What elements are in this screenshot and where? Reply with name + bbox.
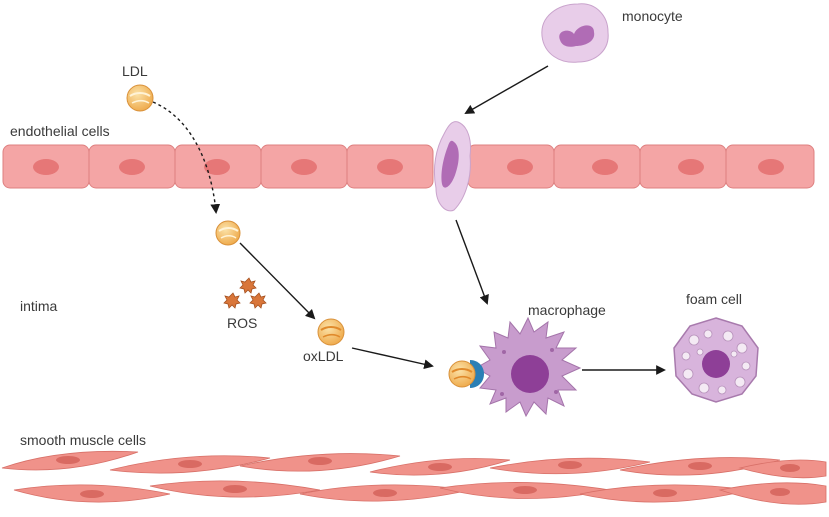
endothelial-nucleus [592, 159, 618, 175]
ldl-particle [215, 220, 241, 246]
smooth-muscle-nucleus [178, 460, 202, 468]
ldl-label: LDL [122, 63, 148, 79]
endothelial-nucleus [678, 159, 704, 175]
endothelial-nucleus [377, 159, 403, 175]
smooth-muscle-layer [1, 450, 827, 505]
monocyte-label: monocyte [622, 8, 683, 24]
endothelial-nucleus [204, 159, 230, 175]
endothelial-nucleus [291, 159, 317, 175]
monocyte-differentiation-arrow [455, 219, 489, 305]
smooth-muscle-nucleus [308, 457, 332, 465]
endothelial-cells-label: endothelial cells [10, 123, 110, 139]
macrophage-cell [474, 316, 582, 418]
intima-label: intima [20, 298, 58, 314]
smooth-muscle-nucleus [558, 461, 582, 469]
smooth-muscle-nucleus [223, 485, 247, 493]
foam-cell-label: foam cell [686, 291, 743, 307]
ros-star [239, 277, 257, 294]
transmigrating-monocyte [433, 121, 471, 212]
endothelial-layer [2, 144, 815, 189]
monocyte-cell [541, 3, 609, 63]
foam-cell [673, 317, 759, 403]
ldl-oxidation-arrow [239, 242, 316, 320]
monocyte-migration-arrow [464, 65, 549, 114]
smooth-muscle-nucleus [780, 464, 800, 472]
smooth-muscle-nucleus [428, 463, 452, 471]
endothelial-nucleus [507, 159, 533, 175]
macrophage-label: macrophage [528, 302, 606, 318]
ros-label: ROS [227, 315, 258, 331]
ros-star [223, 292, 241, 309]
endothelial-nucleus [33, 159, 59, 175]
smooth-muscle-nucleus [688, 462, 712, 470]
ldl-particle [126, 84, 154, 112]
smooth-muscle-nucleus [373, 489, 397, 497]
ros-molecules [223, 277, 267, 309]
smooth-muscle-nucleus [56, 456, 80, 464]
endothelial-nucleus [119, 159, 145, 175]
oxldl-particle [317, 318, 345, 346]
bound-oxldl [448, 360, 484, 388]
oxldl-label: oxLDL [303, 348, 344, 364]
smooth-muscle-cells-label: smooth muscle cells [20, 432, 147, 448]
ldl-entry-arrow [152, 101, 221, 214]
smooth-muscle-nucleus [653, 489, 677, 497]
smooth-muscle-nucleus [770, 488, 790, 496]
smooth-muscle-nucleus [80, 490, 104, 498]
oxldl-uptake-arrow [351, 347, 434, 370]
smooth-muscle-nucleus [513, 486, 537, 494]
ros-star [249, 292, 267, 309]
endothelial-nucleus [758, 159, 784, 175]
